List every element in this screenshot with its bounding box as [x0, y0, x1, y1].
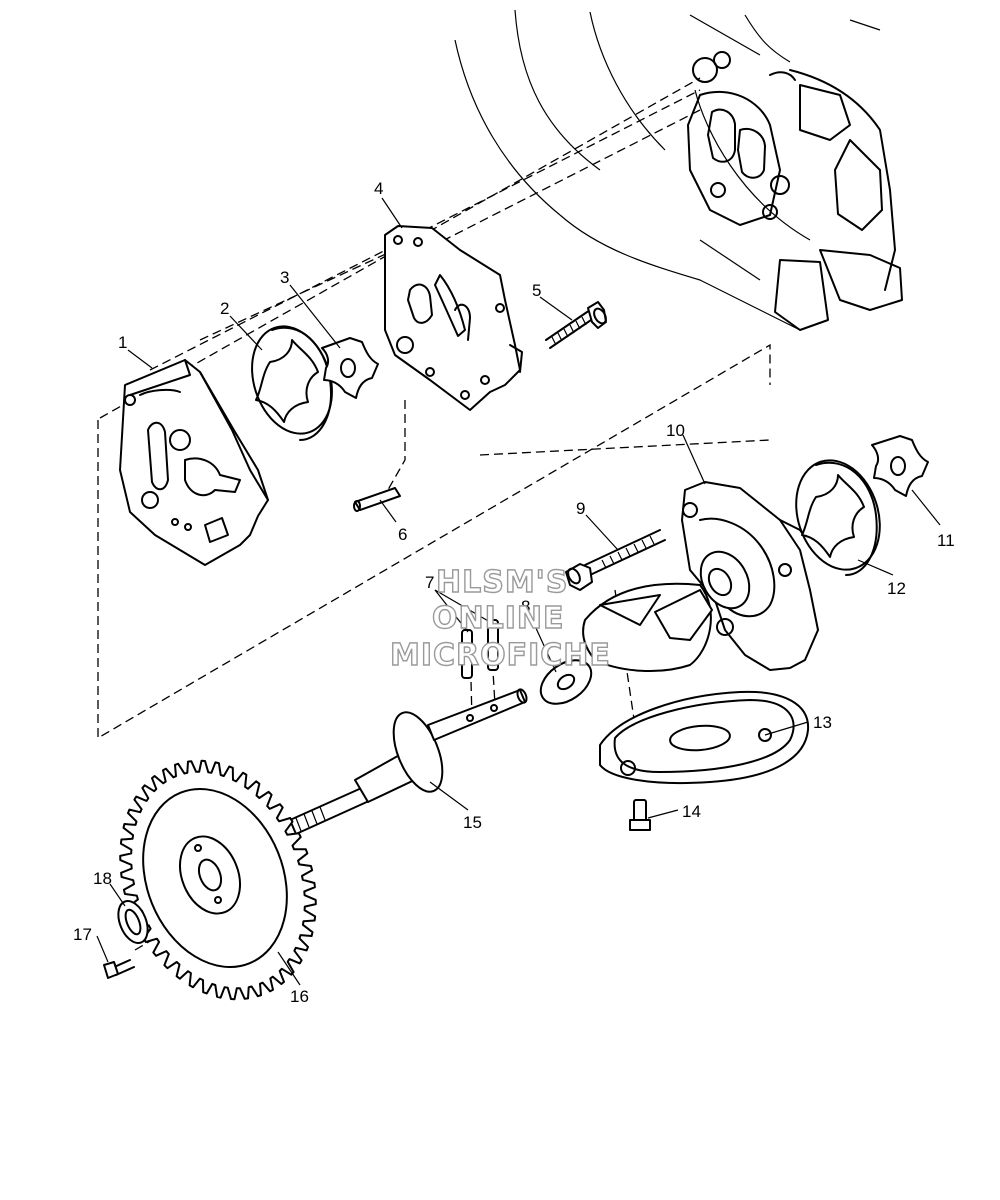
- callout-2: 2: [220, 299, 229, 318]
- part-9-long-bolt: [565, 529, 666, 591]
- callout-4: 4: [374, 179, 383, 198]
- callout-6: 6: [398, 525, 407, 544]
- callout-12: 12: [887, 579, 906, 598]
- part-3-inner-rotor: [321, 337, 379, 399]
- callout-3: 3: [280, 268, 289, 287]
- callout-13: 13: [813, 713, 832, 732]
- part-6-dowel-pin: [353, 487, 401, 512]
- part-11-inner-rotor: [871, 435, 929, 497]
- callout-14: 14: [682, 802, 701, 821]
- callout-5: 5: [532, 281, 541, 300]
- part-10-scavenge-housing: [582, 481, 819, 673]
- part-7-pins: [461, 619, 499, 679]
- part-13-plate: [599, 690, 810, 785]
- part-15-shaft: [289, 688, 528, 835]
- callout-17: 17: [73, 925, 92, 944]
- leader-lines: [96, 197, 941, 986]
- watermark-line-1: HLSM'S: [436, 565, 568, 600]
- part-2-outer-rotor: [251, 325, 333, 441]
- part-14-screw: [629, 799, 651, 831]
- callout-11: 11: [937, 531, 955, 550]
- callout-1: 1: [118, 333, 127, 352]
- part-1-pump-body: [119, 359, 269, 566]
- part-16-gear: [119, 759, 317, 1001]
- callout-9: 9: [576, 499, 585, 518]
- callout-15: 15: [463, 813, 482, 832]
- part-17-bolt: [103, 959, 135, 979]
- callout-18: 18: [93, 869, 112, 888]
- part-5-bolt: [545, 301, 607, 349]
- part-8-washer: [539, 659, 593, 705]
- callout-8: 8: [521, 597, 530, 616]
- watermark: HLSM'S ONLINE MICROFICHE: [389, 564, 611, 673]
- callout-10: 10: [666, 421, 685, 440]
- watermark-line-3: MICROFICHE: [390, 638, 611, 673]
- crankcase-outline: [454, 9, 903, 331]
- part-12-outer-rotor: [795, 459, 881, 576]
- callout-7: 7: [425, 573, 434, 592]
- watermark-line-2: ONLINE: [432, 601, 565, 636]
- callout-16: 16: [290, 987, 309, 1006]
- part-18-washer: [117, 900, 149, 944]
- part-4-pump-cover: [384, 225, 523, 411]
- callout-labels: 1 2 3 4 5 6 7 8 9 10 11 12 13 14 15 16 1…: [73, 179, 955, 1006]
